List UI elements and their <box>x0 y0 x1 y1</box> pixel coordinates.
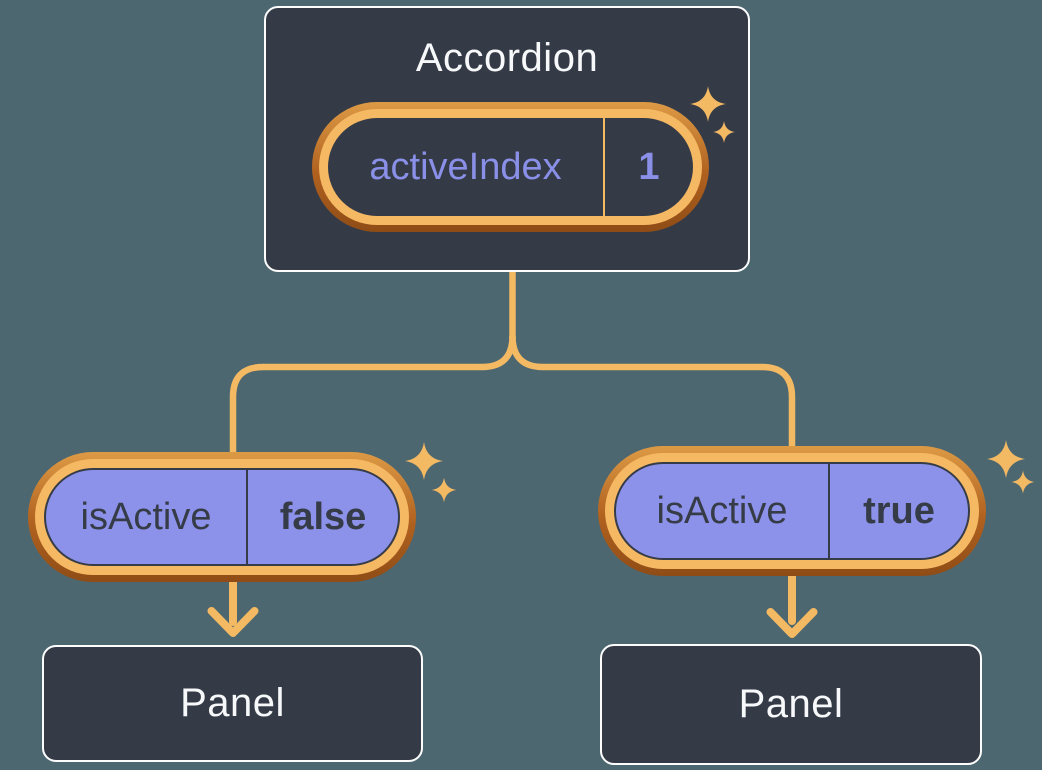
panel-card-left: Panel <box>42 645 423 762</box>
sparkle-icon <box>1011 470 1035 494</box>
prop-pill-left-inner-ring: isActive false <box>35 459 409 575</box>
prop-pill-isactive-left: isActive false <box>28 452 416 582</box>
prop-label: isActive <box>80 495 212 538</box>
panel-card-right: Panel <box>600 644 982 765</box>
state-pill-outer-ring: activeIndex 1 <box>312 102 709 232</box>
accordion-title: Accordion <box>415 36 599 80</box>
state-value: 1 <box>638 145 660 188</box>
panel-title: Panel <box>180 681 285 725</box>
prop-value: false <box>279 495 367 538</box>
prop-value: true <box>863 489 935 532</box>
prop-pill-right-inner-ring: isActive true <box>605 453 979 569</box>
accordion-component-card: Accordion activeIndex 1 <box>264 6 750 272</box>
panel-title: Panel <box>738 682 844 726</box>
state-pill-activeindex: activeIndex 1 <box>312 102 709 232</box>
state-pill-divider <box>603 118 605 216</box>
sparkle-icon <box>431 477 457 503</box>
prop-pill-left-outer-ring: isActive false <box>28 452 416 582</box>
connector-branch-right <box>509 335 796 455</box>
prop-label: isActive <box>656 489 788 532</box>
prop-pill-divider <box>828 464 830 558</box>
state-pill-inner-ring: activeIndex 1 <box>319 109 702 225</box>
prop-pill-isactive-right: isActive true <box>598 446 986 576</box>
prop-pill-right-outer-ring: isActive true <box>598 446 986 576</box>
arrow-down-right-icon <box>766 562 818 638</box>
prop-pill-divider <box>246 470 248 564</box>
connector-branch-left <box>229 335 516 460</box>
state-label: activeIndex <box>369 145 562 188</box>
sparkle-icon <box>986 439 1026 479</box>
